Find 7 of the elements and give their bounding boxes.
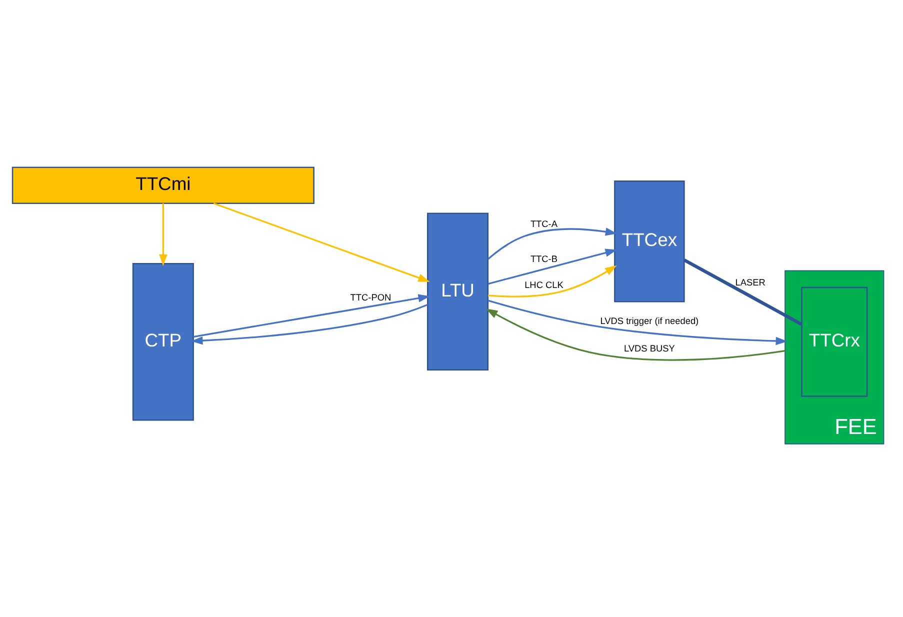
edge-label: TTC-A [530, 218, 558, 229]
edge-label: LVDS trigger (if needed) [600, 316, 699, 326]
edge-label: TTC-B [530, 254, 558, 264]
edge-label: LHC CLK [524, 280, 564, 290]
edge-label: LVDS BUSY [624, 343, 675, 354]
edge-label: TTC-PON [350, 292, 392, 302]
edge-label: LASER [735, 277, 766, 288]
